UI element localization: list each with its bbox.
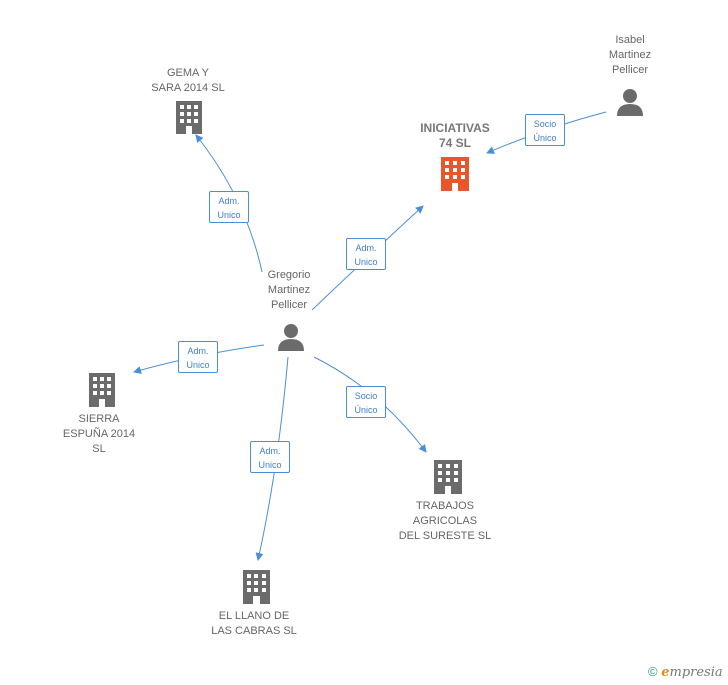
company-label-sierra[interactable]: SIERRA ESPUÑA 2014 SL <box>49 412 149 457</box>
label-line: EL LLANO DE <box>218 610 290 622</box>
edge-label-type: Único <box>533 133 557 143</box>
edge-label-role: Socio <box>354 391 378 401</box>
label-line: SARA 2014 SL <box>151 82 225 94</box>
label-line: SL <box>92 443 106 455</box>
edge-label-gregorio-iniciativas: Adm. Unico <box>346 238 386 270</box>
label-line: TRABAJOS <box>415 500 475 512</box>
person-label-isabel[interactable]: Isabel Martinez Pellicer <box>580 33 680 78</box>
label-line: Martinez <box>608 49 652 61</box>
person-label-gregorio[interactable]: Gregorio Martinez Pellicer <box>239 268 339 313</box>
brand-name: mpresia <box>669 665 723 680</box>
edge-label-role: Adm. <box>355 243 377 253</box>
label-line: SIERRA <box>78 413 120 425</box>
edge-label-type: Unico <box>186 360 210 370</box>
edge-label-gregorio-llano: Adm. Unico <box>250 441 290 473</box>
label-line: Pellicer <box>270 299 308 311</box>
brand-logo: empresia <box>661 665 722 680</box>
edge-label-role: Adm. <box>187 346 209 356</box>
person-icon[interactable] <box>278 324 304 351</box>
label-line: Isabel <box>615 34 645 46</box>
person-icon[interactable] <box>617 89 643 116</box>
edges <box>133 111 607 561</box>
edge-label-gregorio-gema: Adm. Unico <box>209 191 249 223</box>
label-line: DEL SURESTE SL <box>398 530 492 542</box>
label-line: Gregorio <box>267 269 311 281</box>
label-line: Pellicer <box>611 64 649 76</box>
edge-label-type: Unico <box>217 210 241 220</box>
edge-label-type: Unico <box>354 257 378 267</box>
edge-label-role: Adm. <box>259 446 281 456</box>
edge-label-role: Socio <box>533 119 557 129</box>
company-label-trabajos[interactable]: TRABAJOS AGRICOLAS DEL SURESTE SL <box>385 499 505 544</box>
building-icon[interactable] <box>89 373 115 407</box>
label-line: 74 SL <box>438 136 471 150</box>
company-label-iniciativas[interactable]: INICIATIVAS 74 SL <box>395 121 515 151</box>
company-label-llano[interactable]: EL LLANO DE LAS CABRAS SL <box>194 609 314 639</box>
building-icon[interactable] <box>434 460 462 494</box>
building-icon-highlighted[interactable] <box>441 157 469 191</box>
edge-label-gregorio-sierra: Adm. Unico <box>178 341 218 373</box>
copyright-footer[interactable]: © empresia <box>648 664 723 680</box>
label-line: Martinez <box>267 284 311 296</box>
copyright-symbol: © <box>648 664 658 679</box>
edge-label-role: Adm. <box>218 196 240 206</box>
brand-initial: e <box>661 665 670 680</box>
label-line: LAS CABRAS SL <box>211 625 297 637</box>
building-icon[interactable] <box>243 570 270 604</box>
label-line: GEMA Y <box>167 67 209 79</box>
label-line: INICIATIVAS <box>420 121 490 135</box>
label-line: AGRICOLAS <box>412 515 478 527</box>
edge-label-type: Unico <box>258 460 282 470</box>
edge-label-isabel-iniciativas: Socio Único <box>525 114 565 146</box>
label-line: ESPUÑA 2014 <box>62 428 136 440</box>
edge-label-type: Único <box>354 405 378 415</box>
company-label-gema[interactable]: GEMA Y SARA 2014 SL <box>128 66 248 96</box>
edge-label-gregorio-trabajos: Socio Único <box>346 386 386 418</box>
building-icon[interactable] <box>176 101 202 134</box>
